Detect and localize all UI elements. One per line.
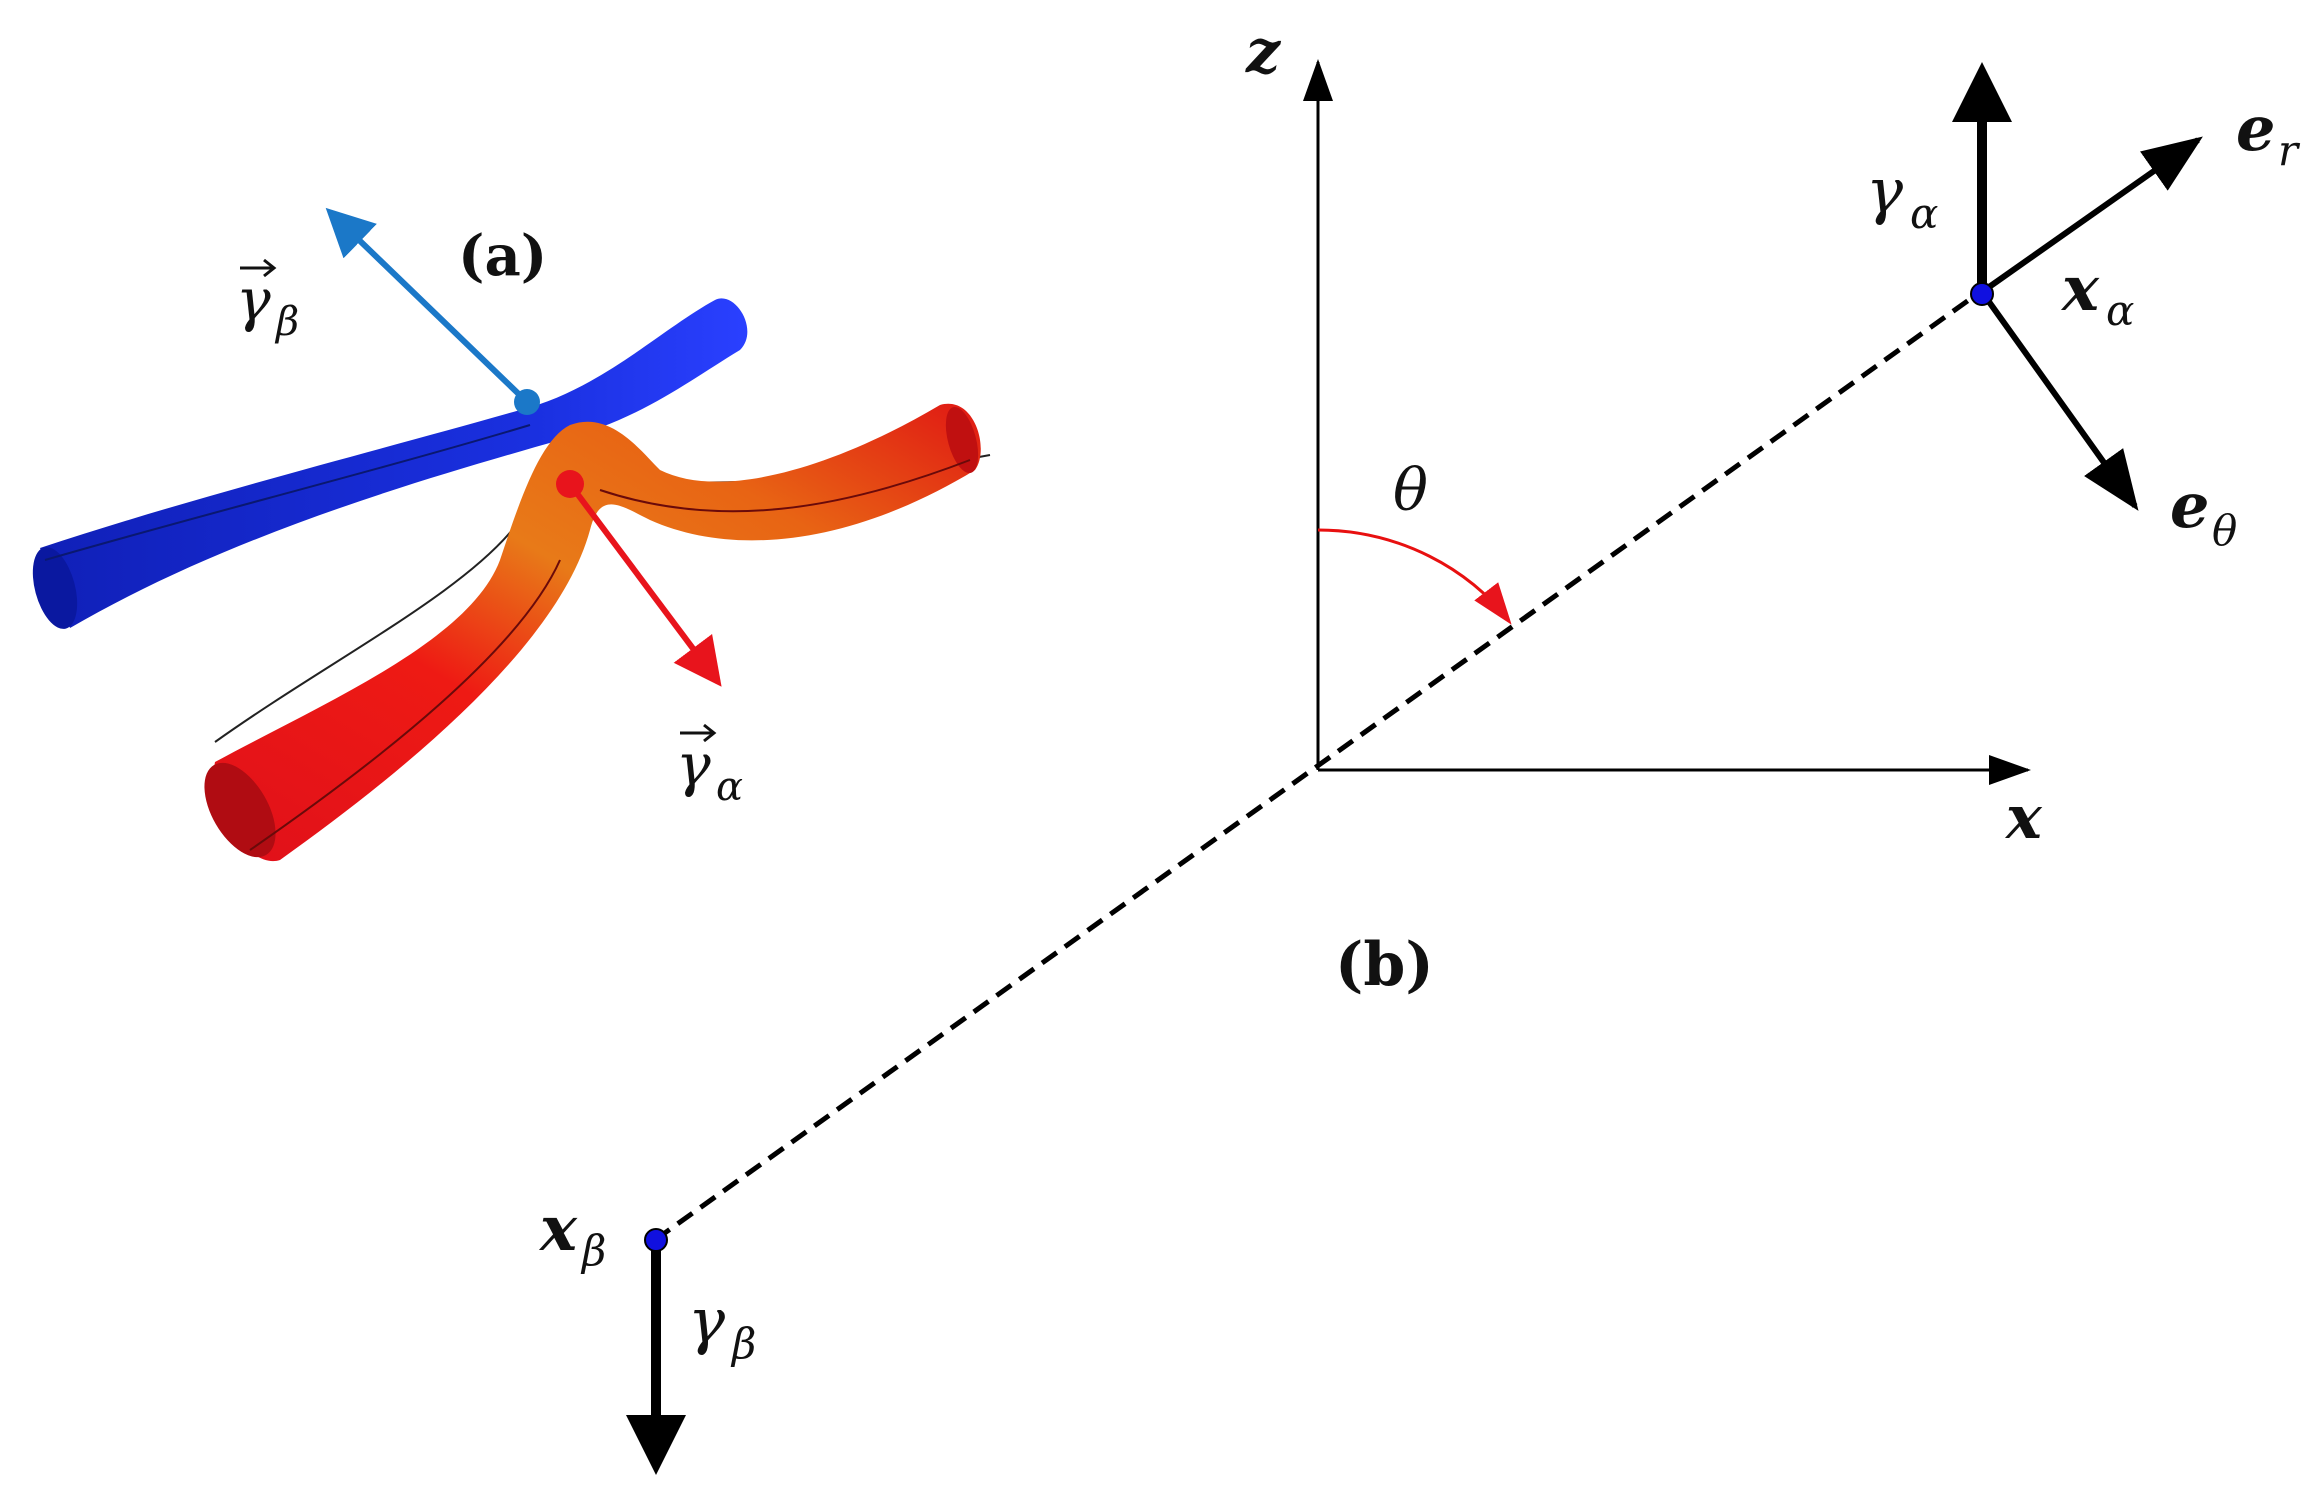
panel-a: (a) γ β γ α: [32, 207, 991, 862]
x-alpha-sub: α: [2106, 286, 2134, 335]
e-r-vector: [1980, 136, 2203, 295]
vector-arrow-glyph: [680, 723, 717, 743]
gamma-alpha-arrow: [567, 482, 722, 687]
gamma-beta-vec-symbol: γ: [236, 266, 271, 334]
theta-label: θ: [1393, 456, 1428, 524]
e-theta-symbol: e: [2170, 469, 2209, 542]
gamma-beta-sub: β: [730, 1319, 756, 1368]
x-beta-sub: β: [580, 1226, 606, 1275]
gamma-alpha-vec-sub: α: [716, 764, 743, 810]
e-r-symbol: e: [2236, 92, 2275, 165]
red-vortex-tube: [204, 403, 981, 862]
panel-a-label-text: (a): [458, 223, 547, 289]
gamma-beta-symbol: γ: [688, 1284, 726, 1357]
blue-vortex-tube: [32, 298, 748, 629]
gamma-alpha-vector-label: γ α: [676, 723, 743, 810]
x-axis-label: x: [2004, 783, 2043, 853]
e-theta-vector: [1979, 290, 2139, 511]
panel-b-label: (b): [1335, 930, 1434, 1000]
theta-arc: [1317, 528, 1512, 625]
gamma-alpha-sub: α: [1910, 189, 1938, 238]
gamma-beta-arrow: [325, 207, 530, 405]
vector-arrow-glyph: [240, 258, 277, 278]
gamma-beta-vector-label: γ β: [236, 258, 299, 345]
gamma-beta-vec-sub: β: [274, 299, 299, 345]
z-axis-label: z: [1245, 17, 1282, 87]
e-theta-sub: θ: [2212, 506, 2237, 555]
separation-line: [653, 289, 1982, 1243]
gamma-beta-point: [514, 389, 540, 415]
e-r-sub: r: [2278, 126, 2301, 175]
x-beta-point: [644, 1228, 668, 1252]
gamma-alpha-vec-symbol: γ: [676, 731, 711, 799]
panel-b: z x θ (b) γ α x α e r e θ x β γ β: [538, 17, 2301, 1475]
gamma-alpha-symbol: γ: [1866, 154, 1904, 227]
x-alpha-point: [1970, 282, 1994, 306]
x-beta-symbol: x: [538, 1192, 578, 1265]
gamma-alpha-point: [556, 470, 584, 498]
x-alpha-symbol: x: [2060, 252, 2100, 325]
